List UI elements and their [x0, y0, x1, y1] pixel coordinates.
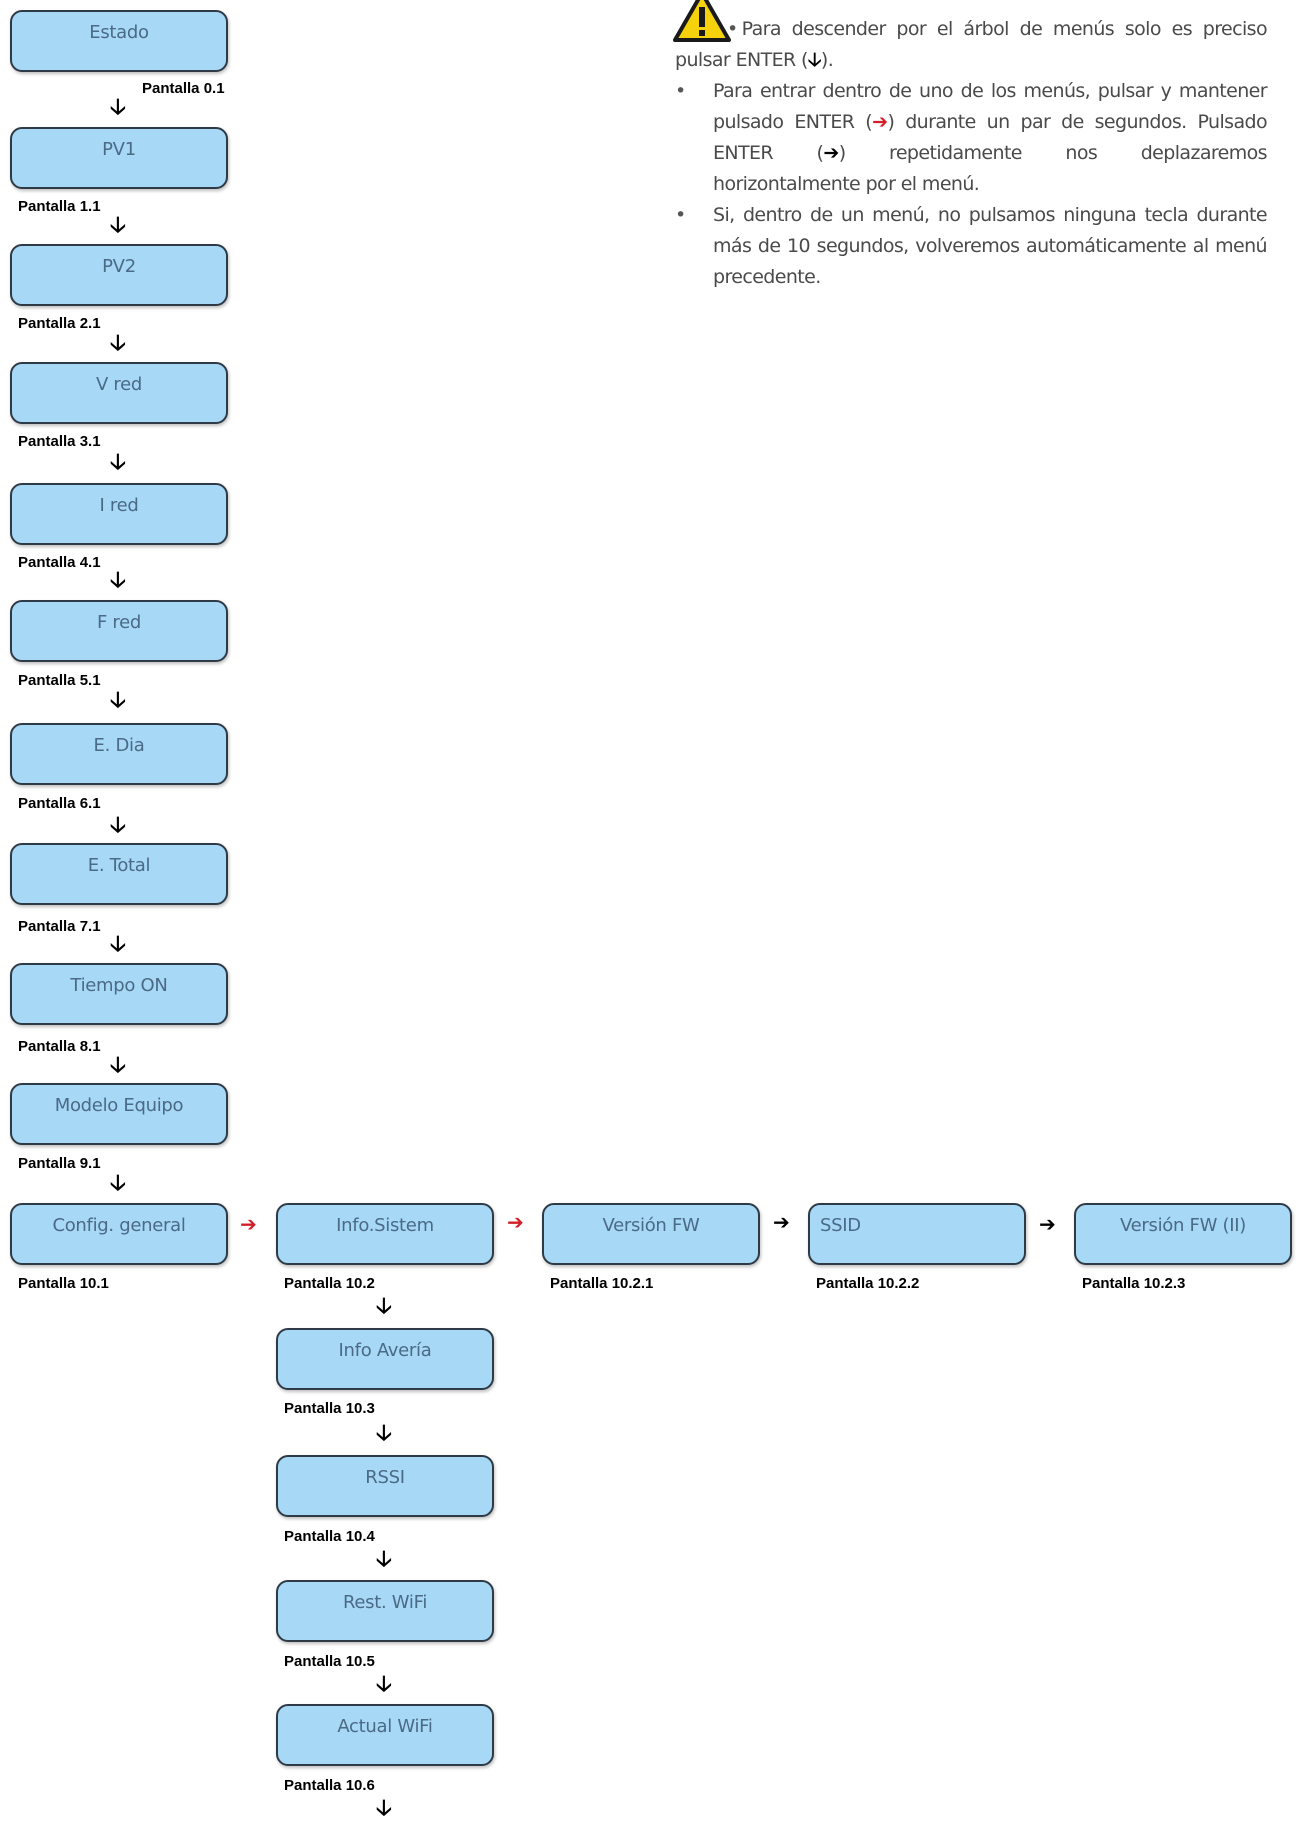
arrow-down-icon: 🡣	[110, 331, 126, 356]
instruction-2-end: ) repetidamente nos deplazaremos horizon…	[713, 142, 1268, 195]
arrow-down-icon: 🡣	[110, 688, 126, 713]
instructions-panel: Funcionamiento del árbol de menús: •Para…	[675, 0, 1268, 293]
arrow-down-icon: 🡣	[110, 1053, 126, 1078]
arrow-down-icon: 🡣	[376, 1421, 392, 1446]
arrow-down-icon: 🡣	[110, 95, 126, 120]
screen-label-4-1: Pantalla 4.1	[18, 554, 101, 571]
arrow-down-icon: 🡣	[110, 213, 126, 238]
instruction-2-mid: ) durante un par de segundos. Pulsado EN…	[713, 111, 1268, 164]
notes-heading: Funcionamiento del árbol de menús:	[745, 0, 1073, 9]
arrow-right-icon: ➔	[823, 142, 839, 164]
menu-box-e-dia: E. Dia	[10, 723, 228, 785]
bullet: •	[727, 18, 738, 40]
arrow-down-icon: 🡣	[376, 1796, 392, 1821]
menu-box-v-red: V red	[10, 362, 228, 424]
arrow-down-icon: 🡣	[110, 1171, 126, 1196]
screen-label-3-1: Pantalla 3.1	[18, 433, 101, 450]
instruction-item-2: • Para entrar dentro de uno de los menús,…	[675, 76, 1268, 200]
arrow-down-icon: 🡣	[110, 568, 126, 593]
screen-label-0-1: Pantalla 0.1	[142, 80, 225, 97]
warning-icon	[673, 0, 731, 42]
arrow-down-icon: 🡣	[110, 932, 126, 957]
menu-box-modelo-equipo: Modelo Equipo	[10, 1083, 228, 1145]
instruction-3-text: Si, dentro de un menú, no pulsamos ningu…	[713, 204, 1268, 288]
screen-label-10-2-2: Pantalla 10.2.2	[816, 1275, 920, 1292]
screen-label-2-1: Pantalla 2.1	[18, 315, 101, 332]
arrow-right-red-icon: ➔	[240, 1212, 257, 1236]
arrow-down-icon: 🡣	[376, 1294, 392, 1319]
screen-label-9-1: Pantalla 9.1	[18, 1155, 101, 1172]
screen-label-10-2-1: Pantalla 10.2.1	[550, 1275, 654, 1292]
instruction-item-3: • Si, dentro de un menú, no pulsamos ning…	[675, 200, 1268, 293]
screen-label-6-1: Pantalla 6.1	[18, 795, 101, 812]
bullet: •	[675, 80, 686, 102]
menu-box-estado: Estado	[10, 10, 228, 72]
arrow-right-red-icon: ➔	[507, 1210, 524, 1234]
menu-box-version-fw: Versión FW	[542, 1203, 760, 1265]
menu-box-e-total: E. Total	[10, 843, 228, 905]
menu-box-rest-wifi: Rest. WiFi	[276, 1580, 494, 1642]
arrow-down-icon: 🡣	[110, 813, 126, 838]
menu-box-f-red: F red	[10, 600, 228, 662]
screen-label-1-1: Pantalla 1.1	[18, 198, 101, 215]
arrow-right-icon: ➔	[773, 1210, 790, 1234]
arrow-down-icon: 🡣	[376, 1547, 392, 1572]
menu-box-actual-wifi: Actual WiFi	[276, 1704, 494, 1766]
menu-box-rssi: RSSI	[276, 1455, 494, 1517]
screen-label-10-1: Pantalla 10.1	[18, 1275, 109, 1292]
instruction-1-end: ).	[820, 49, 834, 71]
instructions-list: •Para descender por el árbol de menús so…	[675, 14, 1268, 293]
screen-label-5-1: Pantalla 5.1	[18, 672, 101, 689]
bullet: •	[675, 204, 686, 226]
screen-label-10-2: Pantalla 10.2	[284, 1275, 375, 1292]
screen-label-10-4: Pantalla 10.4	[284, 1528, 375, 1545]
menu-box-ssid: SSID	[808, 1203, 1026, 1265]
instruction-2-text: Para entrar dentro de uno de los menús, …	[713, 80, 1268, 133]
arrow-down-icon: 🡣	[110, 450, 126, 475]
screen-label-8-1: Pantalla 8.1	[18, 1038, 101, 1055]
menu-box-pv1: PV1	[10, 127, 228, 189]
menu-box-version-fw-ii: Versión FW (II)	[1074, 1203, 1292, 1265]
screen-label-7-1: Pantalla 7.1	[18, 918, 101, 935]
menu-box-pv2: PV2	[10, 244, 228, 306]
arrow-down-icon: 🡣	[376, 1672, 392, 1697]
menu-box-tiempo-on: Tiempo ON	[10, 963, 228, 1025]
screen-label-10-6: Pantalla 10.6	[284, 1777, 375, 1794]
instruction-item-1: •Para descender por el árbol de menús so…	[675, 14, 1268, 76]
menu-box-info-sistem: Info.Sistem	[276, 1203, 494, 1265]
menu-box-info-averia: Info Avería	[276, 1328, 494, 1390]
arrow-down-icon: 🡣	[807, 49, 822, 71]
menu-box-i-red: I red	[10, 483, 228, 545]
instruction-1-text: Para descender por el árbol de menús sol…	[675, 18, 1268, 71]
screen-label-10-5: Pantalla 10.5	[284, 1653, 375, 1670]
arrow-right-icon: ➔	[1039, 1212, 1056, 1236]
screen-label-10-3: Pantalla 10.3	[284, 1400, 375, 1417]
menu-box-config-general: Config. general	[10, 1203, 228, 1265]
screen-label-10-2-3: Pantalla 10.2.3	[1082, 1275, 1186, 1292]
arrow-right-red-icon: ➔	[872, 111, 888, 133]
